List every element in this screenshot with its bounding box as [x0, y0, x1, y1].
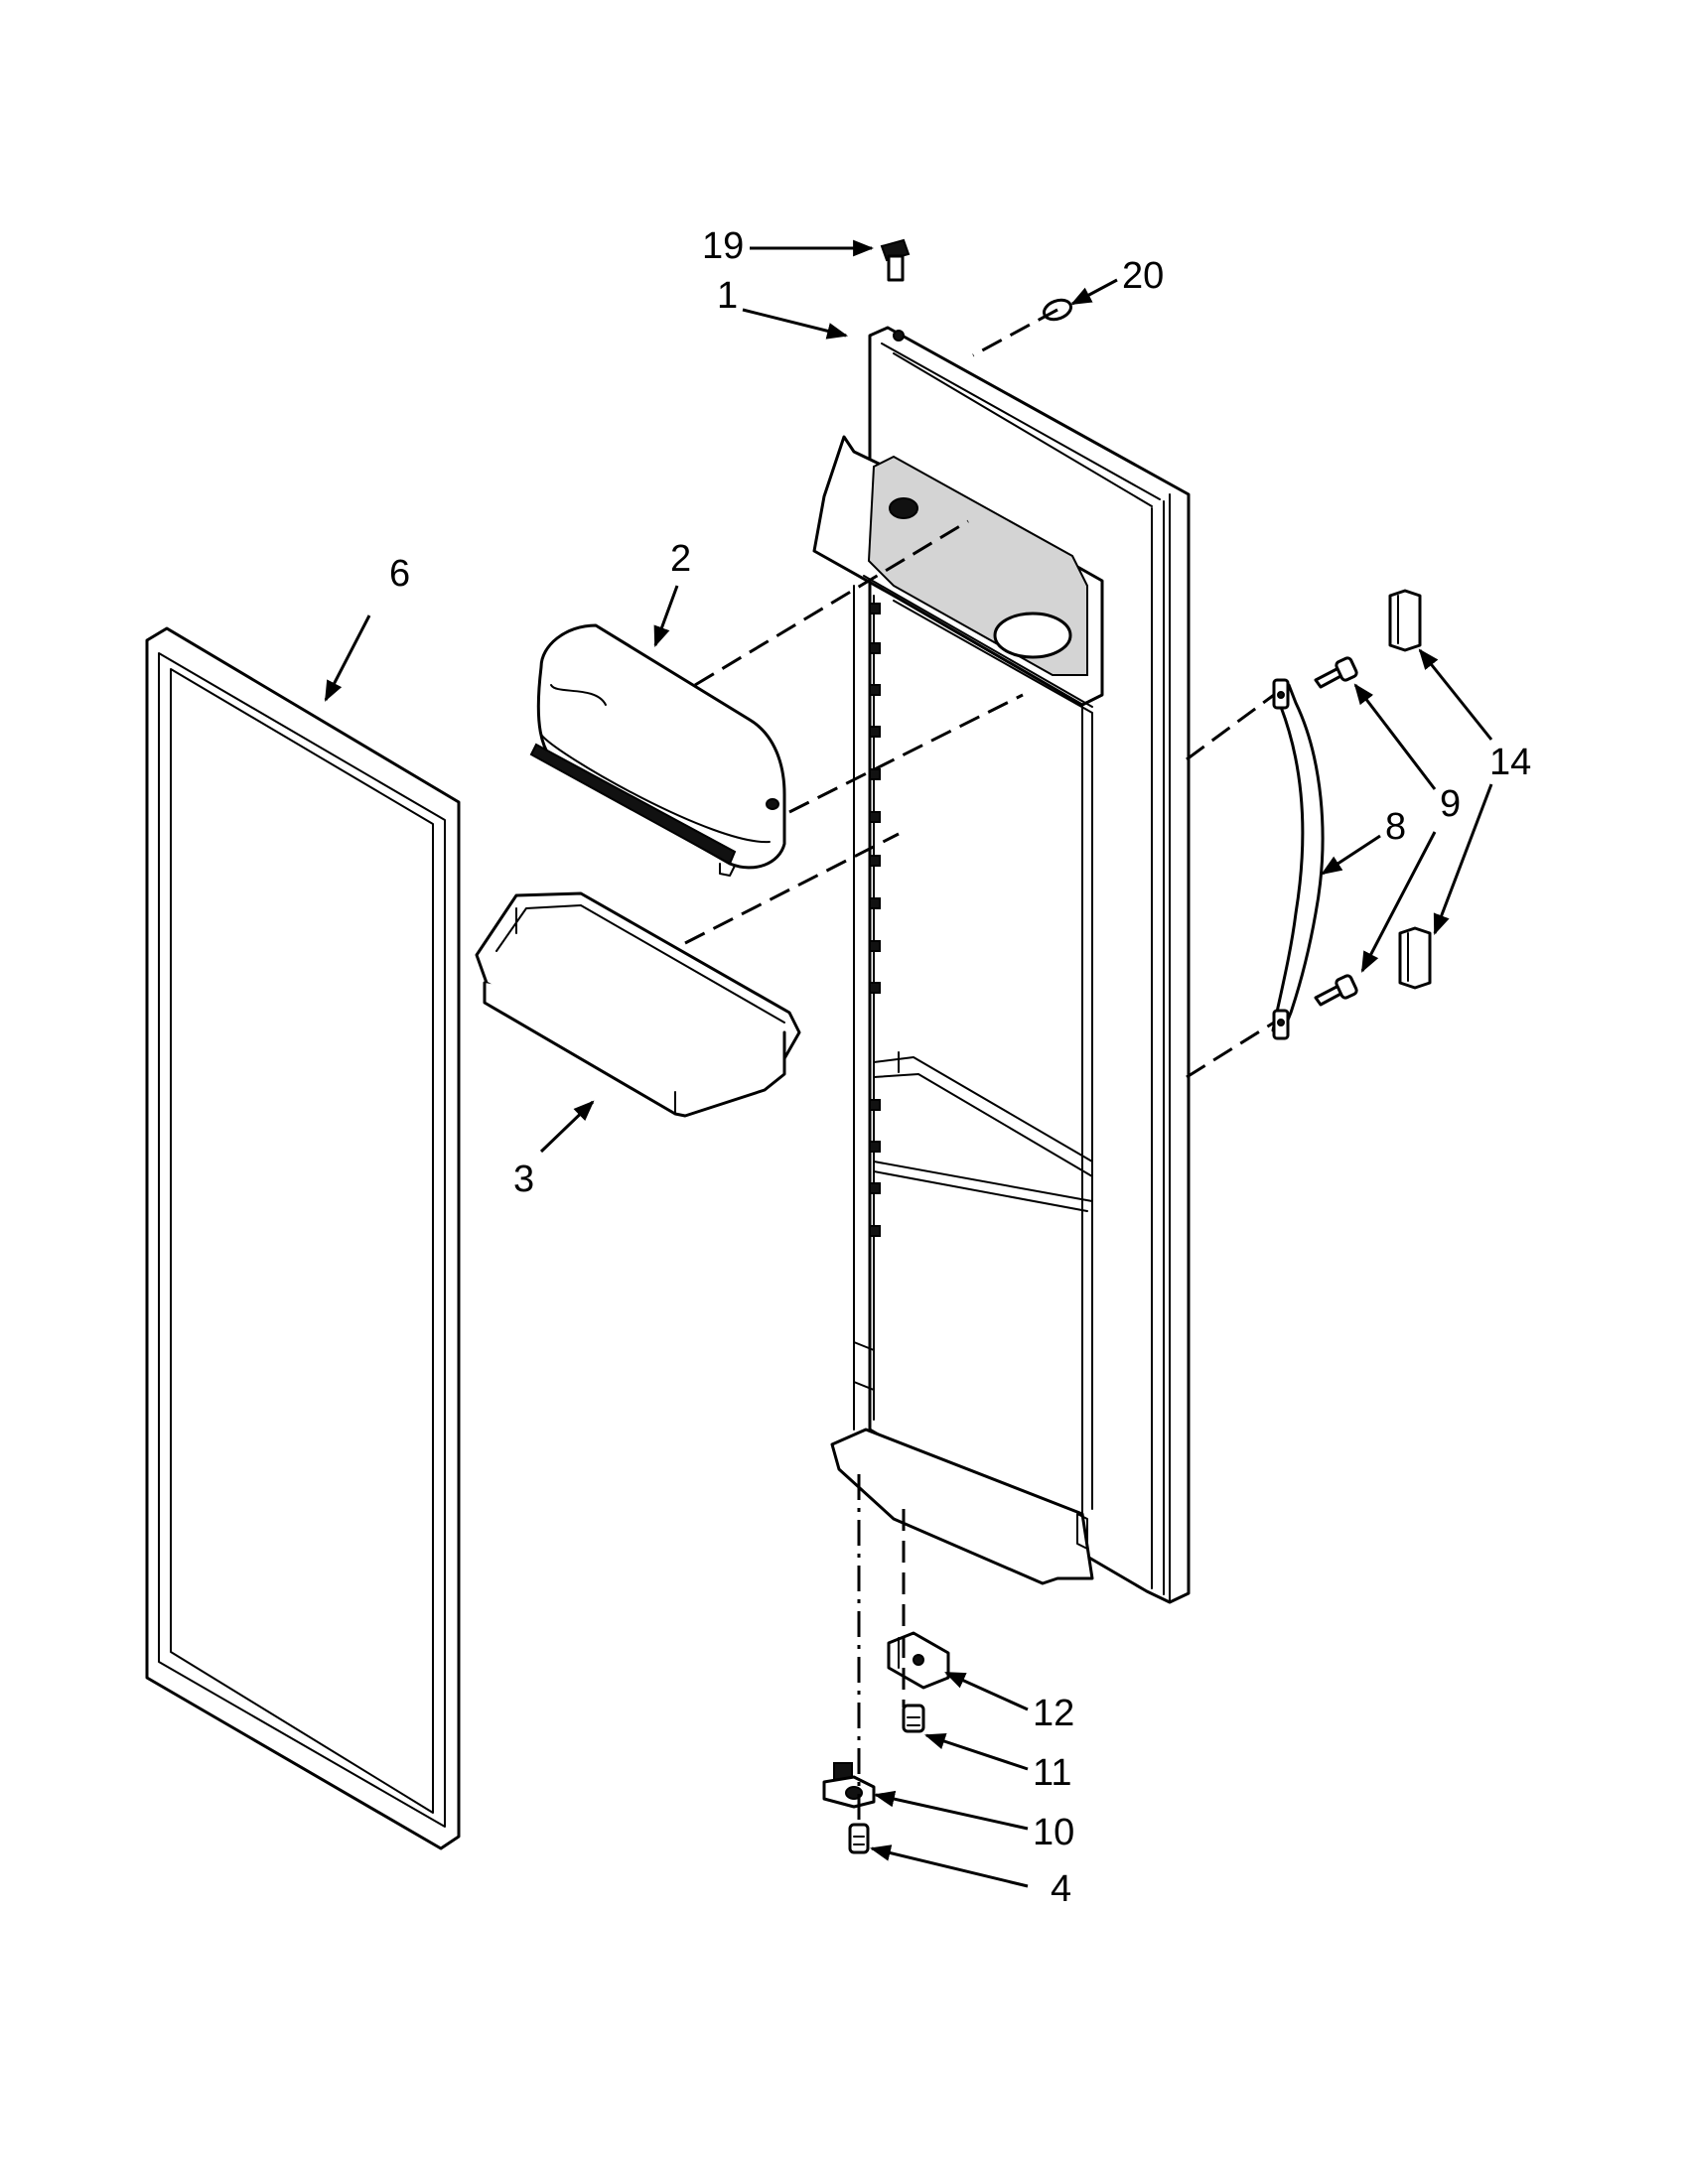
callout-6: 6 [389, 553, 410, 595]
door-assembly [812, 326, 1191, 1604]
callout-labels: 19 1 20 2 6 3 8 9 14 12 11 10 4 [389, 225, 1531, 1910]
hinge-screw [902, 1704, 925, 1733]
hinge-plate [887, 1631, 950, 1690]
callout-9: 9 [1440, 783, 1461, 825]
handle-screw-upper [1314, 656, 1358, 689]
hinge-pin-screw [848, 1823, 870, 1854]
handle-end-cap-upper [1388, 589, 1422, 652]
callout-2: 2 [670, 538, 691, 580]
handle-screw-lower [1314, 974, 1358, 1007]
dairy-compartment-door [529, 623, 786, 877]
callout-14: 14 [1489, 742, 1531, 783]
door-gasket [145, 626, 461, 1850]
lower-hinge [822, 1762, 876, 1809]
callout-19: 19 [702, 225, 744, 267]
handle-end-cap-lower [1398, 926, 1432, 990]
door-handle [1271, 678, 1325, 1040]
callout-8: 8 [1385, 806, 1406, 848]
callout-10: 10 [1033, 1812, 1074, 1853]
door-bin [475, 891, 801, 1118]
callout-1: 1 [717, 275, 738, 317]
callout-12: 12 [1033, 1693, 1074, 1734]
callout-3: 3 [513, 1159, 534, 1200]
callout-20: 20 [1122, 255, 1164, 297]
shelf-peg-column [869, 603, 881, 1237]
callout-leaders [324, 239, 1493, 1888]
callout-4: 4 [1051, 1868, 1071, 1910]
top-hinge-bushing [880, 238, 911, 341]
callout-11: 11 [1033, 1752, 1071, 1794]
assembly-lines [684, 308, 1275, 1822]
